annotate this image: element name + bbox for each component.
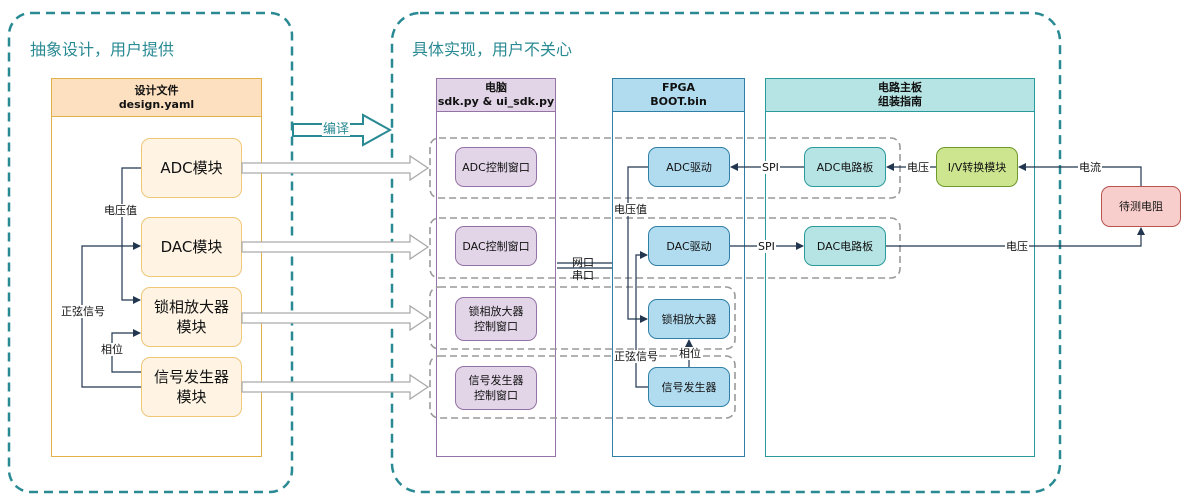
computer-header: 电脑 sdk.py & ui_sdk.py: [437, 79, 555, 112]
board-lane: 电路主板 组装指南: [765, 78, 1035, 457]
board-subtitle: 组装指南: [878, 95, 922, 108]
design-file-lane: 设计文件 design.yaml: [51, 78, 262, 457]
design-file-header: 设计文件 design.yaml: [52, 79, 261, 117]
label-spi-adc: SPI: [761, 161, 780, 174]
lockin-amplifier-block: 锁相放大器: [648, 299, 730, 339]
dut-to-iv-line: [1018, 163, 1142, 186]
dac-board-to-dut-line: [886, 227, 1145, 247]
dac-control-window: DAC控制窗口: [455, 226, 537, 266]
concrete-group-title: 具体实现，用户不关心: [412, 40, 573, 59]
board-header: 电路主板 组装指南: [766, 79, 1034, 112]
lockin-row-group: [429, 286, 736, 350]
dispatch-arrow-adc-icon: [241, 154, 430, 182]
board-title: 电路主板: [878, 81, 922, 94]
siggen-module: 信号发生器 模块: [141, 357, 242, 417]
adc-board: ADC电路板: [804, 147, 886, 187]
dispatch-arrow-dac-icon: [241, 233, 430, 261]
dispatch-arrow-siggen-icon: [241, 373, 430, 401]
lockin-control-window: 锁相放大器 控制窗口: [455, 297, 537, 341]
label-voltage-value-fpga: 电压值: [613, 203, 648, 216]
adc-row-group: [429, 137, 901, 199]
computer-subtitle: sdk.py & ui_sdk.py: [437, 95, 555, 108]
fpga-adc-to-lockin-line: [627, 166, 648, 323]
computer-title: 电脑: [485, 81, 507, 94]
label-voltage-dac: 电压: [1005, 240, 1029, 253]
label-serial: 串口: [572, 269, 594, 282]
design-file-subtitle: design.yaml: [118, 97, 195, 111]
concrete-group-frame: [390, 11, 1062, 494]
label-phase-design: 相位: [100, 343, 124, 356]
compile-label: 编译: [322, 122, 351, 137]
label-voltage-value-design: 电压值: [103, 204, 138, 217]
label-phase-fpga: 相位: [678, 347, 702, 360]
label-sine-signal-design: 正弦信号: [60, 305, 106, 318]
resistor-under-test: 待测电阻: [1101, 186, 1181, 227]
dac-row-group: [429, 217, 901, 279]
dac-board: DAC电路板: [804, 226, 886, 266]
adc-driver: ADC驱动: [648, 147, 730, 187]
design-adc-to-lockin-line: [121, 167, 141, 304]
signal-generator-block: 信号发生器: [648, 367, 730, 407]
dispatch-arrow-lockin-icon: [241, 304, 430, 332]
label-current: 电流: [1078, 161, 1102, 174]
fpga-title: FPGA: [661, 81, 696, 94]
label-sine-signal-fpga: 正弦信号: [613, 350, 659, 363]
iv-converter-module: I/V转换模块: [936, 147, 1018, 187]
dac-driver: DAC驱动: [648, 226, 730, 266]
design-file-title: 设计文件: [134, 83, 179, 97]
adc-module: ADC模块: [141, 138, 242, 198]
computer-lane: 电脑 sdk.py & ui_sdk.py: [436, 78, 556, 457]
siggen-control-window: 信号发生器 控制窗口: [455, 366, 537, 410]
fpga-subtitle: BOOT.bin: [650, 95, 707, 108]
abstract-group-frame: [7, 11, 294, 494]
adc-control-window: ADC控制窗口: [455, 147, 537, 187]
label-spi-dac: SPI: [757, 240, 776, 253]
lockin-module: 锁相放大器 模块: [141, 287, 242, 347]
fpga-header: FPGA BOOT.bin: [613, 79, 744, 112]
siggen-row-group: [429, 355, 736, 419]
abstract-group-title: 抽象设计，用户提供: [30, 40, 175, 59]
fpga-lane: FPGA BOOT.bin: [612, 78, 745, 457]
label-network: 网口: [572, 256, 594, 269]
label-voltage-iv: 电压: [906, 161, 930, 174]
dac-module: DAC模块: [141, 217, 242, 277]
fpga-siggen-to-dac-line: [635, 251, 648, 388]
